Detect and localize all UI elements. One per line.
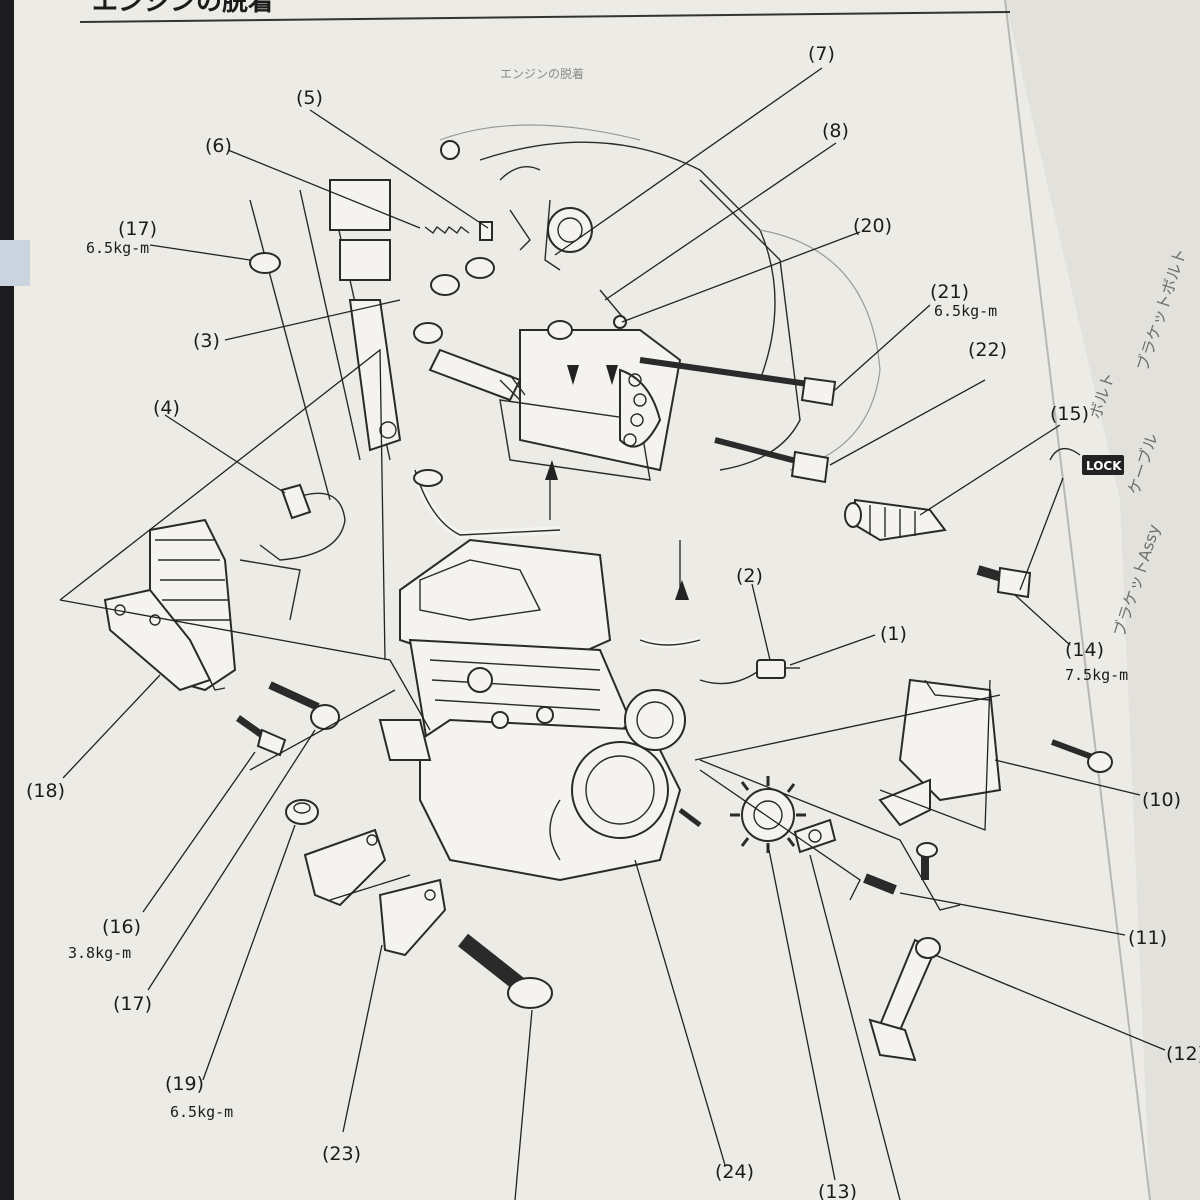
callout-leaders: [62, 67, 1166, 1200]
callout-7: (10): [1142, 789, 1181, 811]
callout-1: (1): [880, 623, 907, 645]
callout-16: (16): [102, 916, 141, 938]
callout-labels: (7) (8) (20) (5) (6) (17) 6.5kg-m (3) (4…: [26, 43, 1200, 1200]
callout-6: (12): [1166, 1043, 1200, 1065]
torque-17-top: 6.5kg-m: [86, 239, 149, 257]
callout-21: (21): [930, 281, 969, 303]
callout-22: (20): [853, 215, 892, 237]
callout-19: (19): [165, 1073, 204, 1095]
callout-14: (14): [1065, 639, 1104, 661]
svg-text:LOCK: LOCK: [1086, 459, 1122, 473]
callout-15: (15): [1050, 403, 1089, 425]
right-page: [1005, 0, 1200, 1200]
callout-3: (3): [193, 330, 220, 352]
torque-21: 6.5kg-m: [934, 302, 997, 320]
callout-4: (4): [153, 397, 180, 419]
guide-lines: [59, 348, 1001, 911]
frame-assembly: [249, 124, 881, 501]
callout-2: (2): [736, 565, 763, 587]
callout-17-top: (17): [118, 218, 157, 240]
lock-badge: LOCK: [1049, 447, 1124, 475]
page-title: エンジンの脱着: [92, 0, 274, 17]
side-cover-assembly: [103, 483, 553, 1009]
torque-14: 7.5kg-m: [1065, 666, 1128, 684]
right-parts: [699, 498, 1113, 1062]
callout-5: (5): [296, 87, 323, 109]
torque-19: 6.5kg-m: [170, 1103, 233, 1121]
callout-20: (23): [322, 1143, 361, 1165]
callout-13: (8): [822, 120, 849, 142]
callout-17-bottom: (17): [113, 993, 152, 1015]
callout-12: (7): [808, 43, 835, 65]
callout-8: (11): [1128, 927, 1167, 949]
callout-11: (6): [205, 135, 232, 157]
section-subtitle: エンジンの脱着: [500, 66, 584, 81]
torque-16: 3.8kg-m: [68, 944, 131, 962]
callout-18: (18): [26, 780, 65, 802]
callout-23: (22): [968, 339, 1007, 361]
callout-24: (24): [715, 1161, 754, 1183]
engine-assembly: [378, 468, 702, 882]
callout-10: (13): [818, 1181, 857, 1200]
